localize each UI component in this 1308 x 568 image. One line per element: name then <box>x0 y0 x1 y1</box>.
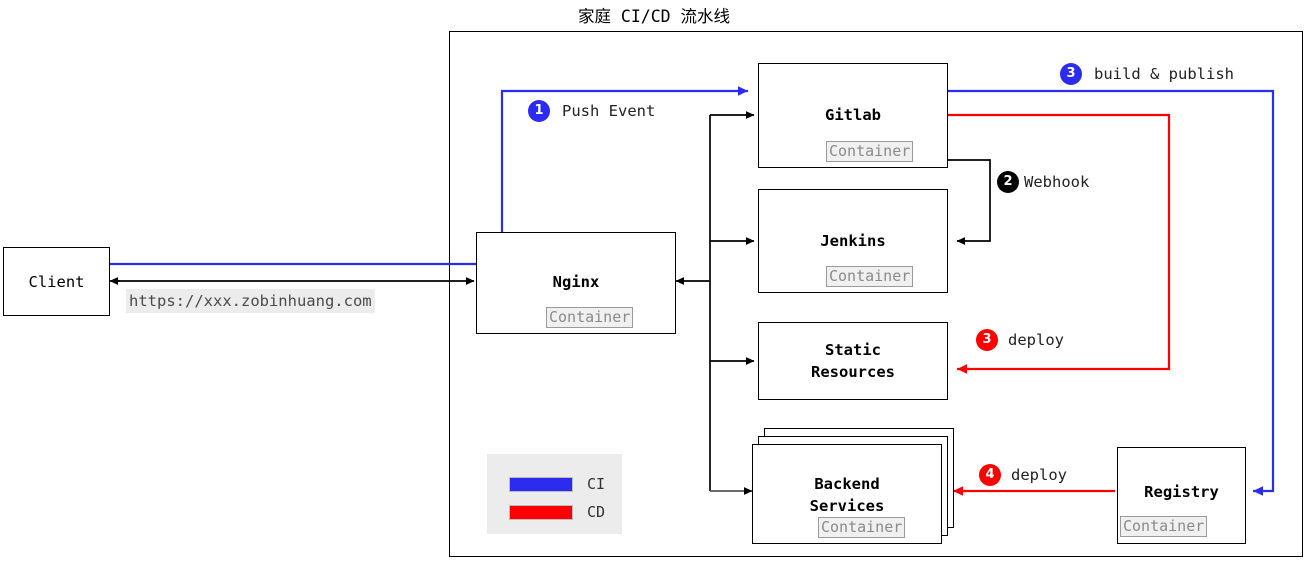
step-badge-3-deploy: 3 <box>976 329 998 351</box>
edge-ci-build-publish <box>948 89 1275 496</box>
node-backend-services-label-line2: Services <box>809 497 885 515</box>
node-gitlab-label: Gitlab <box>825 106 881 124</box>
edge-cd-deploy-static <box>948 113 1171 374</box>
edge-nginx-fanout-bus <box>675 111 755 495</box>
node-nginx-label: Nginx <box>552 273 600 291</box>
edge-gitlab-jenkins-webhook <box>948 159 991 245</box>
node-jenkins-label: Jenkins <box>820 232 886 250</box>
node-registry-container-chip: Container <box>1120 516 1208 537</box>
step-label-1: Push Event <box>562 102 656 120</box>
step-label-4-deploy: deploy <box>1011 466 1067 484</box>
legend-swatch-ci <box>509 476 573 492</box>
step-badge-3-build-publish: 3 <box>1060 63 1082 85</box>
legend-label-cd: CD <box>587 503 606 521</box>
edge-ci-push-event <box>110 86 748 266</box>
node-static-resources[interactable]: Static Resources <box>758 322 948 400</box>
diagram-title: 家庭 CI/CD 流水线 <box>577 7 731 26</box>
legend: CI CD <box>487 454 622 534</box>
node-backend-services-container-chip: Container <box>818 517 906 538</box>
legend-label-ci: CI <box>587 475 606 493</box>
node-static-resources-label-line2: Resources <box>811 363 895 381</box>
node-jenkins-container-chip: Container <box>826 266 914 287</box>
node-client-label: Client <box>28 273 85 291</box>
legend-item-ci: CI <box>509 475 605 493</box>
step-label-3-deploy: deploy <box>1008 331 1064 349</box>
home-server-group-box <box>449 31 1303 557</box>
legend-swatch-cd <box>509 504 573 520</box>
legend-item-cd: CD <box>509 503 605 521</box>
step-label-3-build-publish: build & publish <box>1094 65 1234 83</box>
step-badge-1: 1 <box>528 100 550 122</box>
step-badge-4-deploy: 4 <box>979 464 1001 486</box>
node-static-resources-label-line1: Static <box>825 341 881 359</box>
node-backend-services-label-line1: Backend <box>814 475 880 493</box>
node-registry-label: Registry <box>1144 483 1219 501</box>
node-gitlab-container-chip: Container <box>826 141 914 162</box>
step-badge-2: 2 <box>997 171 1019 193</box>
step-label-2: Webhook <box>1024 173 1090 191</box>
node-nginx-container-chip: Container <box>546 307 634 328</box>
url-label: https://xxx.zobinhuang.com <box>126 289 375 313</box>
node-client[interactable]: Client <box>3 247 110 316</box>
